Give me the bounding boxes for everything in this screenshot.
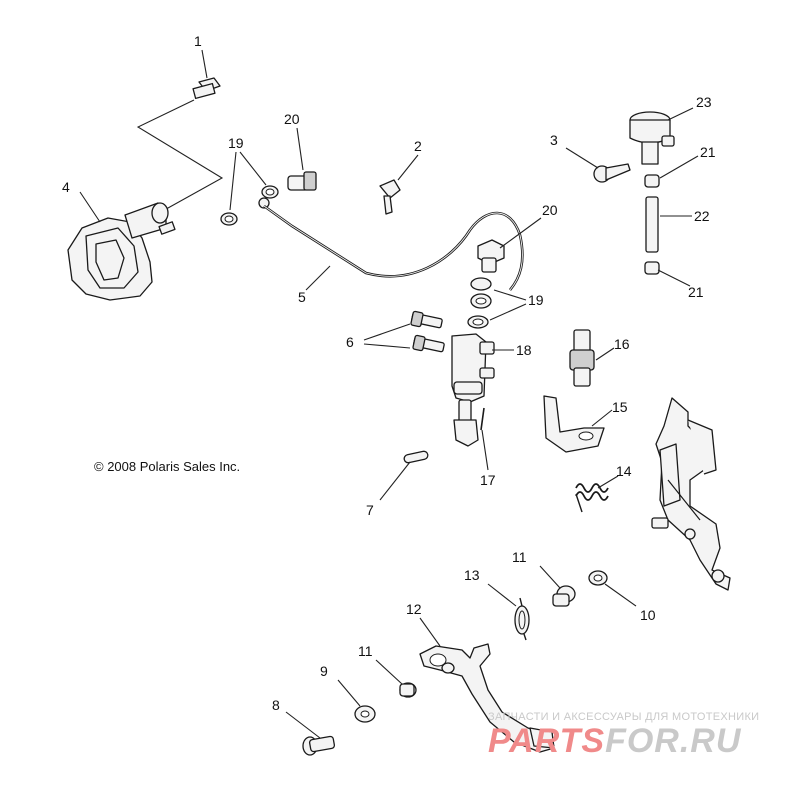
part-3-screw [565,147,631,183]
part-12-brake-pedal [419,617,555,753]
callout-5: 5 [298,289,306,305]
callout-3: 3 [550,132,558,148]
callout-21-top: 21 [700,144,716,160]
part-6-bolts [363,310,445,353]
watermark: ЗАПЧАСТИ И АКСЕССУАРЫ ДЛЯ МОТОТЕХНИКИ PA… [488,711,759,760]
callout-9: 9 [320,663,328,679]
callout-19-left: 19 [228,135,244,151]
copyright-text: © 2008 Polaris Sales Inc. [94,459,240,474]
callout-10: 10 [640,607,656,623]
part-11-bushing-upper [539,565,576,607]
callout-17: 17 [480,472,496,488]
callout-19-right: 19 [528,292,544,308]
callout-15: 15 [612,399,628,415]
frame-section [651,397,731,591]
callout-11-lower: 11 [358,643,373,659]
callout-14: 14 [616,463,632,479]
part-2-clip [379,154,419,215]
callout-18: 18 [516,342,532,358]
part-14-spring [575,475,619,513]
callout-16: 16 [614,336,630,352]
part-16-stud [569,329,615,387]
callout-22: 22 [694,208,710,224]
part-15-bracket [543,395,613,453]
part-18-master-cylinder [451,333,514,447]
part-4-brake-caliper [67,191,176,301]
callout-1: 1 [194,33,202,49]
watermark-logo-part2: FOR.RU [605,722,742,760]
watermark-logo-part1: PARTS [488,722,605,760]
part-23-reservoir [629,107,694,165]
part-9-washer [337,679,376,723]
callouts: 1 2 3 4 5 6 7 8 9 10 11 11 12 13 14 15 1… [62,33,716,713]
callout-7: 7 [366,502,374,518]
part-20-banjo-bolt-right [477,217,542,273]
part-8-pivot-pin [285,711,336,756]
part-19-washers-left [220,151,279,226]
callout-21-bottom: 21 [688,284,704,300]
callout-12: 12 [406,601,422,617]
watermark-tagline: ЗАПЧАСТИ И АКСЕССУАРЫ ДЛЯ МОТОТЕХНИКИ [488,711,759,723]
callout-20-right: 20 [542,202,558,218]
callout-8: 8 [272,697,280,713]
part-5-brake-line [258,197,524,291]
part-10-washer [588,570,637,607]
callout-20-left: 20 [284,111,300,127]
watermark-logo: PARTSFOR.RU [488,722,742,760]
part-1-bolt [192,77,221,100]
part-21-22-hose [644,155,699,287]
callout-11-upper: 11 [512,549,527,565]
part-13-spring [487,583,530,641]
part-20-banjo-bolt-left [287,127,317,191]
callout-4: 4 [62,179,70,195]
part-11-bushing-lower [375,659,417,698]
callout-13: 13 [464,567,480,583]
callout-2: 2 [414,138,422,154]
leaders-1 [136,49,224,219]
part-19-washers-right [467,277,527,329]
callout-23: 23 [696,94,712,110]
part-7-pin [379,450,429,501]
part-17-cotter-pin [480,407,489,471]
callout-6: 6 [346,334,354,350]
